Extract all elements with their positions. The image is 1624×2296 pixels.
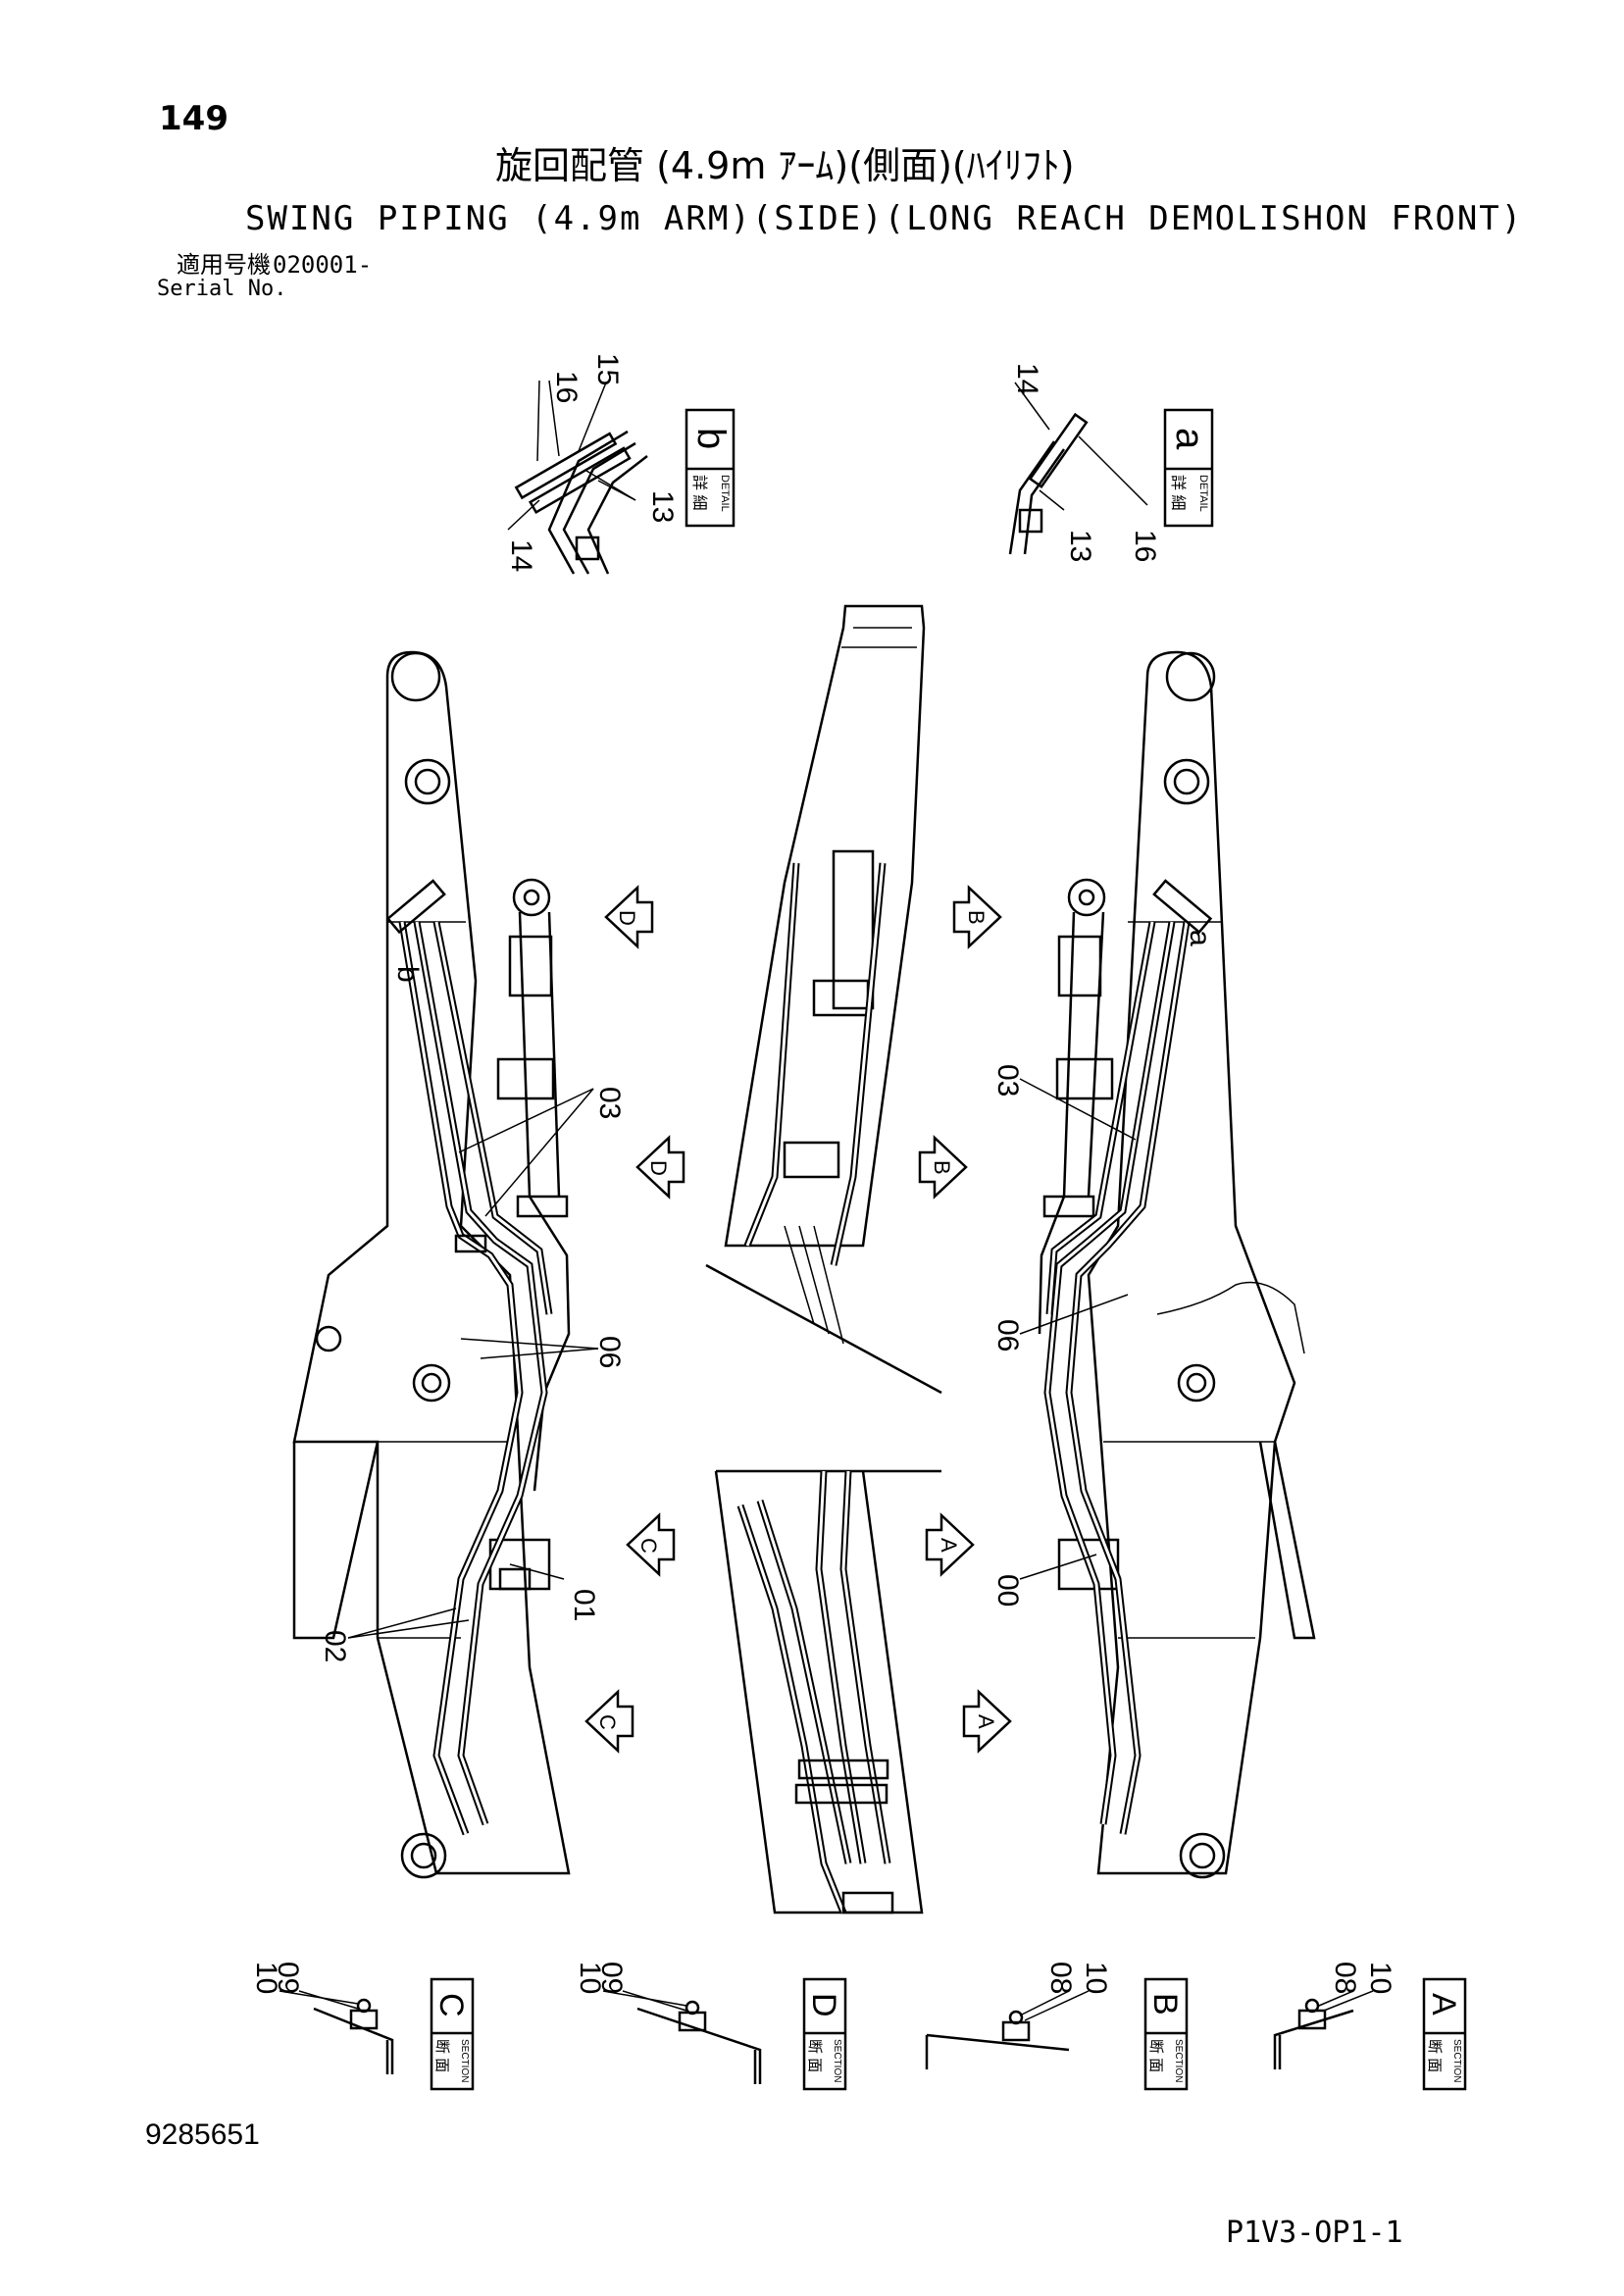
- section-b-part-08: 08: [1044, 1962, 1077, 1994]
- detail-a-letter: a: [1168, 428, 1211, 450]
- detail-a-en: DETAIL: [1197, 475, 1209, 512]
- part-label-00: 00: [991, 1574, 1024, 1607]
- left-arm-drawing: b: [292, 650, 599, 1879]
- section-a-part-08: 08: [1329, 1962, 1361, 1994]
- section-d-jp: 断 面: [806, 2039, 823, 2072]
- section-b-jp: 断 面: [1147, 2039, 1164, 2072]
- detail-b-part-14: 14: [505, 539, 537, 572]
- detail-a-drawing: 14 13 16: [1008, 363, 1161, 562]
- detail-b-part-16: 16: [550, 371, 583, 403]
- detail-b-part-15: 15: [591, 353, 624, 385]
- detail-a-jp: 詳 細: [1169, 475, 1187, 510]
- section-arrow-c-bot: C: [584, 1689, 634, 1754]
- detail-a-part-14: 14: [1011, 363, 1043, 395]
- svg-text:B: B: [930, 1160, 954, 1175]
- section-d-en: SECTION: [832, 2039, 842, 2082]
- section-d: 10 09 D 断 面 SECTION: [574, 1962, 847, 2091]
- section-c-jp: 断 面: [433, 2039, 450, 2072]
- part-label-03-right: 03: [991, 1064, 1024, 1097]
- detail-b-jp: 詳 細: [690, 475, 708, 510]
- svg-text:A: A: [937, 1538, 961, 1553]
- right-arm-detail-a-marker: a: [1184, 930, 1216, 946]
- svg-text:D: D: [615, 910, 639, 926]
- svg-text:C: C: [595, 1714, 620, 1730]
- section-arrow-b-mid: B: [918, 1135, 968, 1199]
- section-a-en: SECTION: [1451, 2039, 1462, 2082]
- section-c-en: SECTION: [459, 2039, 470, 2082]
- section-d-part-10: 10: [574, 1962, 606, 1994]
- section-c-part-10: 10: [250, 1962, 282, 1994]
- section-arrow-b-top: B: [952, 885, 1002, 949]
- section-b-part-10: 10: [1080, 1962, 1112, 1994]
- serial-label-japanese: 適用号機: [177, 251, 271, 279]
- section-b-en: SECTION: [1173, 2039, 1184, 2082]
- detail-b-en: DETAIL: [719, 475, 731, 512]
- section-a-letter: A: [1425, 1993, 1462, 2015]
- detail-b-part-13: 13: [646, 490, 679, 523]
- section-arrow-d-top: D: [604, 885, 654, 949]
- detail-a-part-13: 13: [1064, 530, 1096, 562]
- page-number: 149: [159, 99, 228, 138]
- section-b: 08 10 B 断 面 SECTION: [925, 1962, 1189, 2091]
- section-d-part-09: 09: [595, 1962, 628, 1994]
- detail-b-box: b 詳 細 DETAIL: [685, 408, 736, 528]
- part-label-06-left: 06: [593, 1336, 626, 1368]
- center-arm-drawing: [705, 604, 942, 1914]
- part-label-01: 01: [568, 1589, 600, 1621]
- section-c-letter: C: [432, 1993, 470, 2017]
- section-arrow-a-bot: A: [962, 1689, 1012, 1754]
- section-a-jp: 断 面: [1426, 2039, 1443, 2072]
- left-arm-detail-b-marker: b: [391, 966, 424, 983]
- part-label-02: 02: [319, 1630, 351, 1662]
- section-a: 08 10 A 断 面 SECTION: [1273, 1962, 1467, 2091]
- part-label-03-left: 03: [593, 1087, 626, 1119]
- detail-a-part-16: 16: [1129, 530, 1161, 562]
- section-arrow-a-mid: A: [925, 1512, 975, 1577]
- detail-b-drawing: 16 15 13 14: [505, 353, 679, 575]
- section-c-part-09: 09: [272, 1962, 304, 1994]
- detail-a-box: a 詳 細 DETAIL: [1163, 408, 1214, 528]
- section-b-letter: B: [1146, 1993, 1184, 2015]
- serial-value: 020001-: [273, 251, 373, 279]
- section-arrow-d-mid: D: [635, 1135, 685, 1199]
- svg-text:D: D: [646, 1160, 671, 1176]
- serial-label-english: Serial No.: [157, 277, 287, 301]
- section-arrow-c-mid: C: [626, 1512, 676, 1577]
- title-english: SWING PIPING (4.9m ARM)(SIDE)(LONG REACH…: [245, 199, 1524, 238]
- drawing-number: 9285651: [145, 2118, 260, 2151]
- page-code: P1V3-OP1-1: [1226, 2216, 1403, 2250]
- svg-text:B: B: [964, 910, 989, 925]
- section-d-letter: D: [805, 1993, 842, 2017]
- detail-b-letter: b: [689, 428, 733, 449]
- part-label-06-right: 06: [991, 1319, 1024, 1352]
- right-arm-drawing: a: [1019, 650, 1316, 1879]
- svg-text:A: A: [974, 1714, 998, 1729]
- title-japanese: 旋回配管 (4.9m ｱｰﾑ)(側面)(ﾊｲﾘﾌﾄ): [495, 144, 1075, 187]
- svg-text:C: C: [636, 1538, 661, 1554]
- section-c: 10 09 C 断 面 SECTION: [250, 1962, 475, 2091]
- section-a-part-10: 10: [1364, 1962, 1396, 1994]
